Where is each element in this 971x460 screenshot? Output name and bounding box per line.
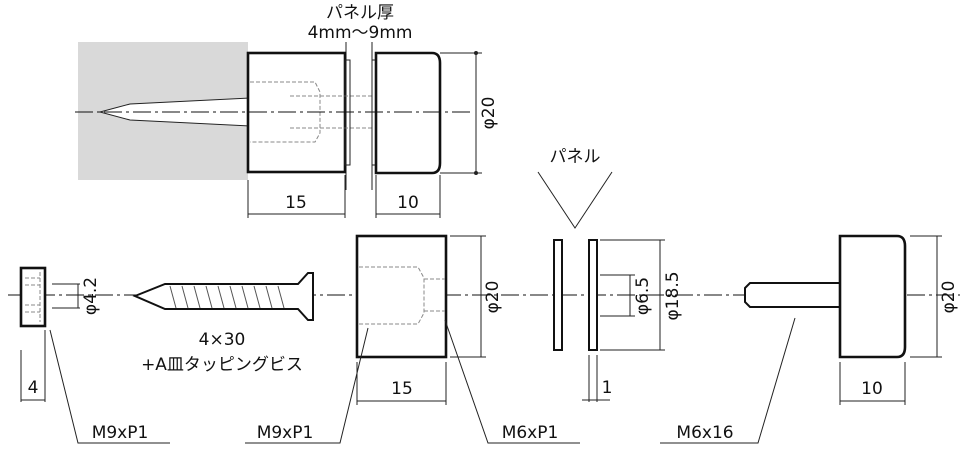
panel-thickness: 1 <box>602 378 613 398</box>
base-length-dim: 15 <box>285 193 307 213</box>
screw-size: 4×30 <box>199 330 246 350</box>
nut-hole-diameter: φ4.2 <box>81 277 101 315</box>
base-diameter: φ20 <box>483 281 503 314</box>
top-diameter: φ20 <box>479 97 499 130</box>
top-assembly: パネル厚 4mm～9mm φ20 15 10 <box>75 3 499 218</box>
nut-thread-label: M9xP1 <box>92 423 149 443</box>
panel-thickness-label: パネル厚 <box>326 3 394 23</box>
cap-part: φ20 10 M6x16 <box>660 234 959 444</box>
base-length: 15 <box>391 379 413 399</box>
nut-length: 4 <box>28 378 39 398</box>
panel-part: パネル φ6.5 φ18.5 1 <box>537 147 683 402</box>
base-part: φ20 15 M9xP1 M6xP1 <box>245 234 580 444</box>
panel-thickness-range: 4mm～9mm <box>308 23 413 43</box>
cap-length-dim: 10 <box>397 193 419 213</box>
panel-hole-diameter: φ6.5 <box>633 277 653 315</box>
panel-outer-diameter: φ18.5 <box>663 271 683 320</box>
panel-label: パネル <box>550 147 601 167</box>
cap <box>374 51 442 175</box>
cap-diameter: φ20 <box>939 281 959 314</box>
screw-part: 4×30 +A皿タッピングビス <box>132 272 314 375</box>
cap-bolt-label: M6x16 <box>676 423 733 443</box>
cap-length: 10 <box>861 379 883 399</box>
base-outer-thread: M9xP1 <box>257 423 314 443</box>
nut-part: φ4.2 4 M9xP1 <box>19 266 170 444</box>
screw-name: +A皿タッピングビス <box>141 355 303 375</box>
base-inner-thread: M6xP1 <box>502 423 559 443</box>
